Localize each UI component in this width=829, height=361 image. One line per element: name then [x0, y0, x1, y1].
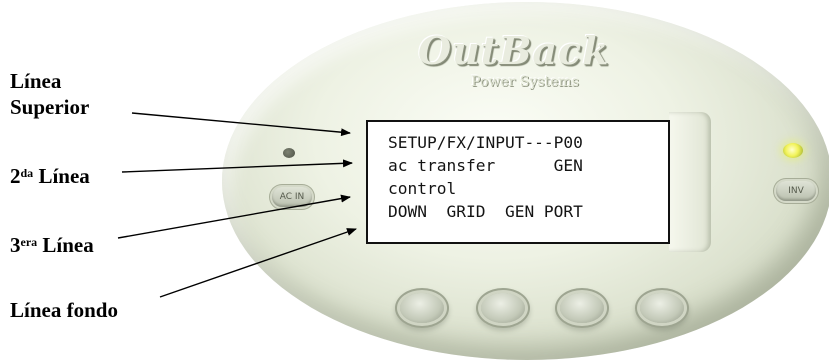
lcd-line-third: control: [388, 179, 457, 198]
label-second-num: 2: [10, 164, 21, 188]
lcd-line-top: SETUP/FX/INPUT---P00: [388, 133, 583, 152]
label-bottom-line: Línea fondo: [10, 298, 118, 322]
status-led-left: [283, 148, 295, 158]
arrow-top-line: [131, 112, 351, 137]
lcd-line-bottom: DOWN GRID GEN PORT: [388, 202, 583, 221]
soft-key-1[interactable]: [400, 293, 444, 323]
label-third-num: 3: [10, 233, 21, 257]
outback-logo: OutBack Power Systems: [418, 28, 610, 96]
label-top-line: Línea Superior: [10, 68, 89, 120]
arrow-third-line: [117, 194, 351, 239]
inv-button[interactable]: INV: [776, 181, 816, 201]
lcd-line-second: ac transfer GEN: [388, 156, 583, 175]
soft-key-3[interactable]: [560, 293, 604, 323]
lcd-display: SETUP/FX/INPUT---P00 ac transfer GEN con…: [366, 120, 670, 244]
ac-in-button[interactable]: AC IN: [272, 187, 312, 207]
label-third-sup: era: [20, 235, 38, 249]
label-second-sup: da: [20, 166, 34, 180]
logo-main-text: OutBack: [418, 28, 610, 73]
label-third-rest: Línea: [37, 233, 94, 257]
label-top-line-2: Superior: [10, 95, 90, 119]
logo-sub-text: Power Systems: [471, 74, 579, 90]
soft-key-4[interactable]: [640, 293, 684, 323]
label-third-line: 3era Línea: [10, 232, 94, 258]
label-second-rest: Línea: [33, 164, 90, 188]
lcd-bezel: [669, 112, 711, 252]
arrow-bottom-line: [159, 228, 357, 298]
label-second-line: 2da Línea: [10, 163, 90, 189]
arrow-second-line: [121, 159, 353, 173]
soft-key-2[interactable]: [481, 293, 525, 323]
status-led-right: [783, 143, 803, 158]
label-top-line-1: Línea: [10, 69, 62, 93]
